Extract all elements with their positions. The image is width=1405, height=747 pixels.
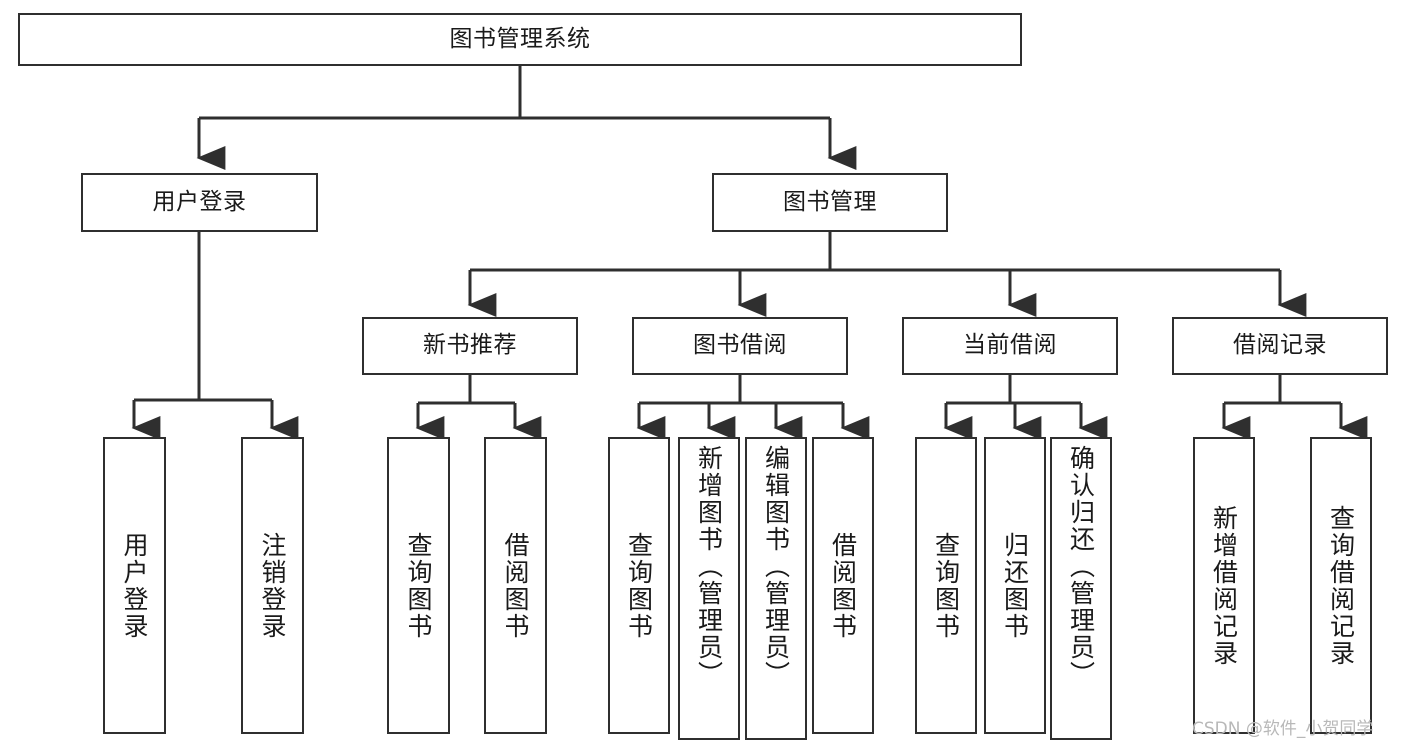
leaf-book-borrow-query-label: 查询图书 <box>624 531 654 640</box>
node-book-borrow[interactable]: 图书借阅 <box>632 317 848 375</box>
leaf-book-borrow-edit[interactable]: 编辑图书（管理员） <box>745 437 807 740</box>
leaf-book-borrow-add[interactable]: 新增图书（管理员） <box>678 437 740 740</box>
leaf-user-login-logout-label: 注销登录 <box>258 531 287 640</box>
leaf-new-book-borrow[interactable]: 借阅图书 <box>484 437 547 734</box>
leaf-user-login-login-label: 用户登录 <box>120 531 149 640</box>
leaf-book-borrow-query[interactable]: 查询图书 <box>608 437 670 734</box>
watermark-text: CSDN @软件_小贺同学 <box>1192 719 1374 739</box>
leaf-borrow-record-query-label: 查询借阅记录 <box>1326 504 1356 667</box>
node-book-management[interactable]: 图书管理 <box>712 173 948 232</box>
leaf-current-borrow-query-label: 查询图书 <box>931 531 961 640</box>
node-current-borrow[interactable]: 当前借阅 <box>902 317 1118 375</box>
leaf-borrow-record-add[interactable]: 新增借阅记录 <box>1193 437 1255 734</box>
node-current-borrow-label: 当前借阅 <box>963 332 1057 359</box>
node-new-book-recommend-label: 新书推荐 <box>423 332 517 359</box>
leaf-book-borrow-edit-label: 编辑图书（管理员） <box>761 445 791 688</box>
leaf-user-login-logout[interactable]: 注销登录 <box>241 437 304 734</box>
leaf-new-book-query-label: 查询图书 <box>404 531 433 640</box>
leaf-current-borrow-return-label: 归还图书 <box>1000 531 1030 640</box>
node-root-system-label: 图书管理系统 <box>449 25 591 52</box>
node-book-management-label: 图书管理 <box>783 188 877 215</box>
leaf-new-book-query[interactable]: 查询图书 <box>387 437 450 734</box>
node-user-login[interactable]: 用户登录 <box>81 173 318 232</box>
leaf-current-borrow-confirm[interactable]: 确认归还（管理员） <box>1050 437 1112 740</box>
leaf-book-borrow-borrow-label: 借阅图书 <box>828 531 858 640</box>
leaf-book-borrow-borrow[interactable]: 借阅图书 <box>812 437 874 734</box>
leaf-current-borrow-return[interactable]: 归还图书 <box>984 437 1046 734</box>
leaf-borrow-record-add-label: 新增借阅记录 <box>1209 504 1239 667</box>
leaf-new-book-borrow-label: 借阅图书 <box>501 531 530 640</box>
leaf-current-borrow-query[interactable]: 查询图书 <box>915 437 977 734</box>
node-root-system[interactable]: 图书管理系统 <box>18 13 1022 66</box>
node-new-book-recommend[interactable]: 新书推荐 <box>362 317 578 375</box>
node-borrow-record-label: 借阅记录 <box>1233 332 1327 359</box>
leaf-user-login-login[interactable]: 用户登录 <box>103 437 166 734</box>
node-borrow-record[interactable]: 借阅记录 <box>1172 317 1388 375</box>
node-book-borrow-label: 图书借阅 <box>693 332 787 359</box>
leaf-book-borrow-add-label: 新增图书（管理员） <box>694 445 724 688</box>
leaf-borrow-record-query[interactable]: 查询借阅记录 <box>1310 437 1372 734</box>
leaf-current-borrow-confirm-label: 确认归还（管理员） <box>1066 445 1096 688</box>
node-user-login-label: 用户登录 <box>152 188 247 215</box>
